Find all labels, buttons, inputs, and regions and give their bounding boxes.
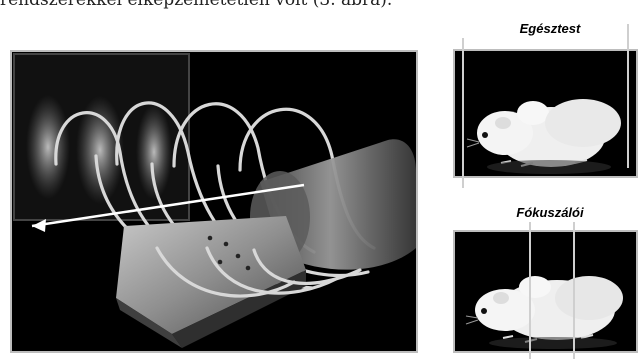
mouse-image-1 (455, 51, 636, 176)
whole-body-marker-left (462, 38, 464, 188)
whole-body-mouse-image (453, 49, 638, 178)
mouse-image-2 (455, 232, 636, 351)
focal-marker-left (529, 222, 531, 359)
whole-body-marker-right (627, 24, 629, 168)
mri-coil-illustration (10, 50, 418, 353)
coil-graphic (12, 52, 416, 351)
document-text: rendszerekkel elképzelhetetlen volt (3. … (0, 0, 640, 12)
focal-label: Fókuszálói (475, 205, 625, 220)
focal-mouse-image (453, 230, 638, 353)
focal-marker-right (573, 222, 575, 359)
whole-body-label: Egésztest (475, 21, 625, 36)
